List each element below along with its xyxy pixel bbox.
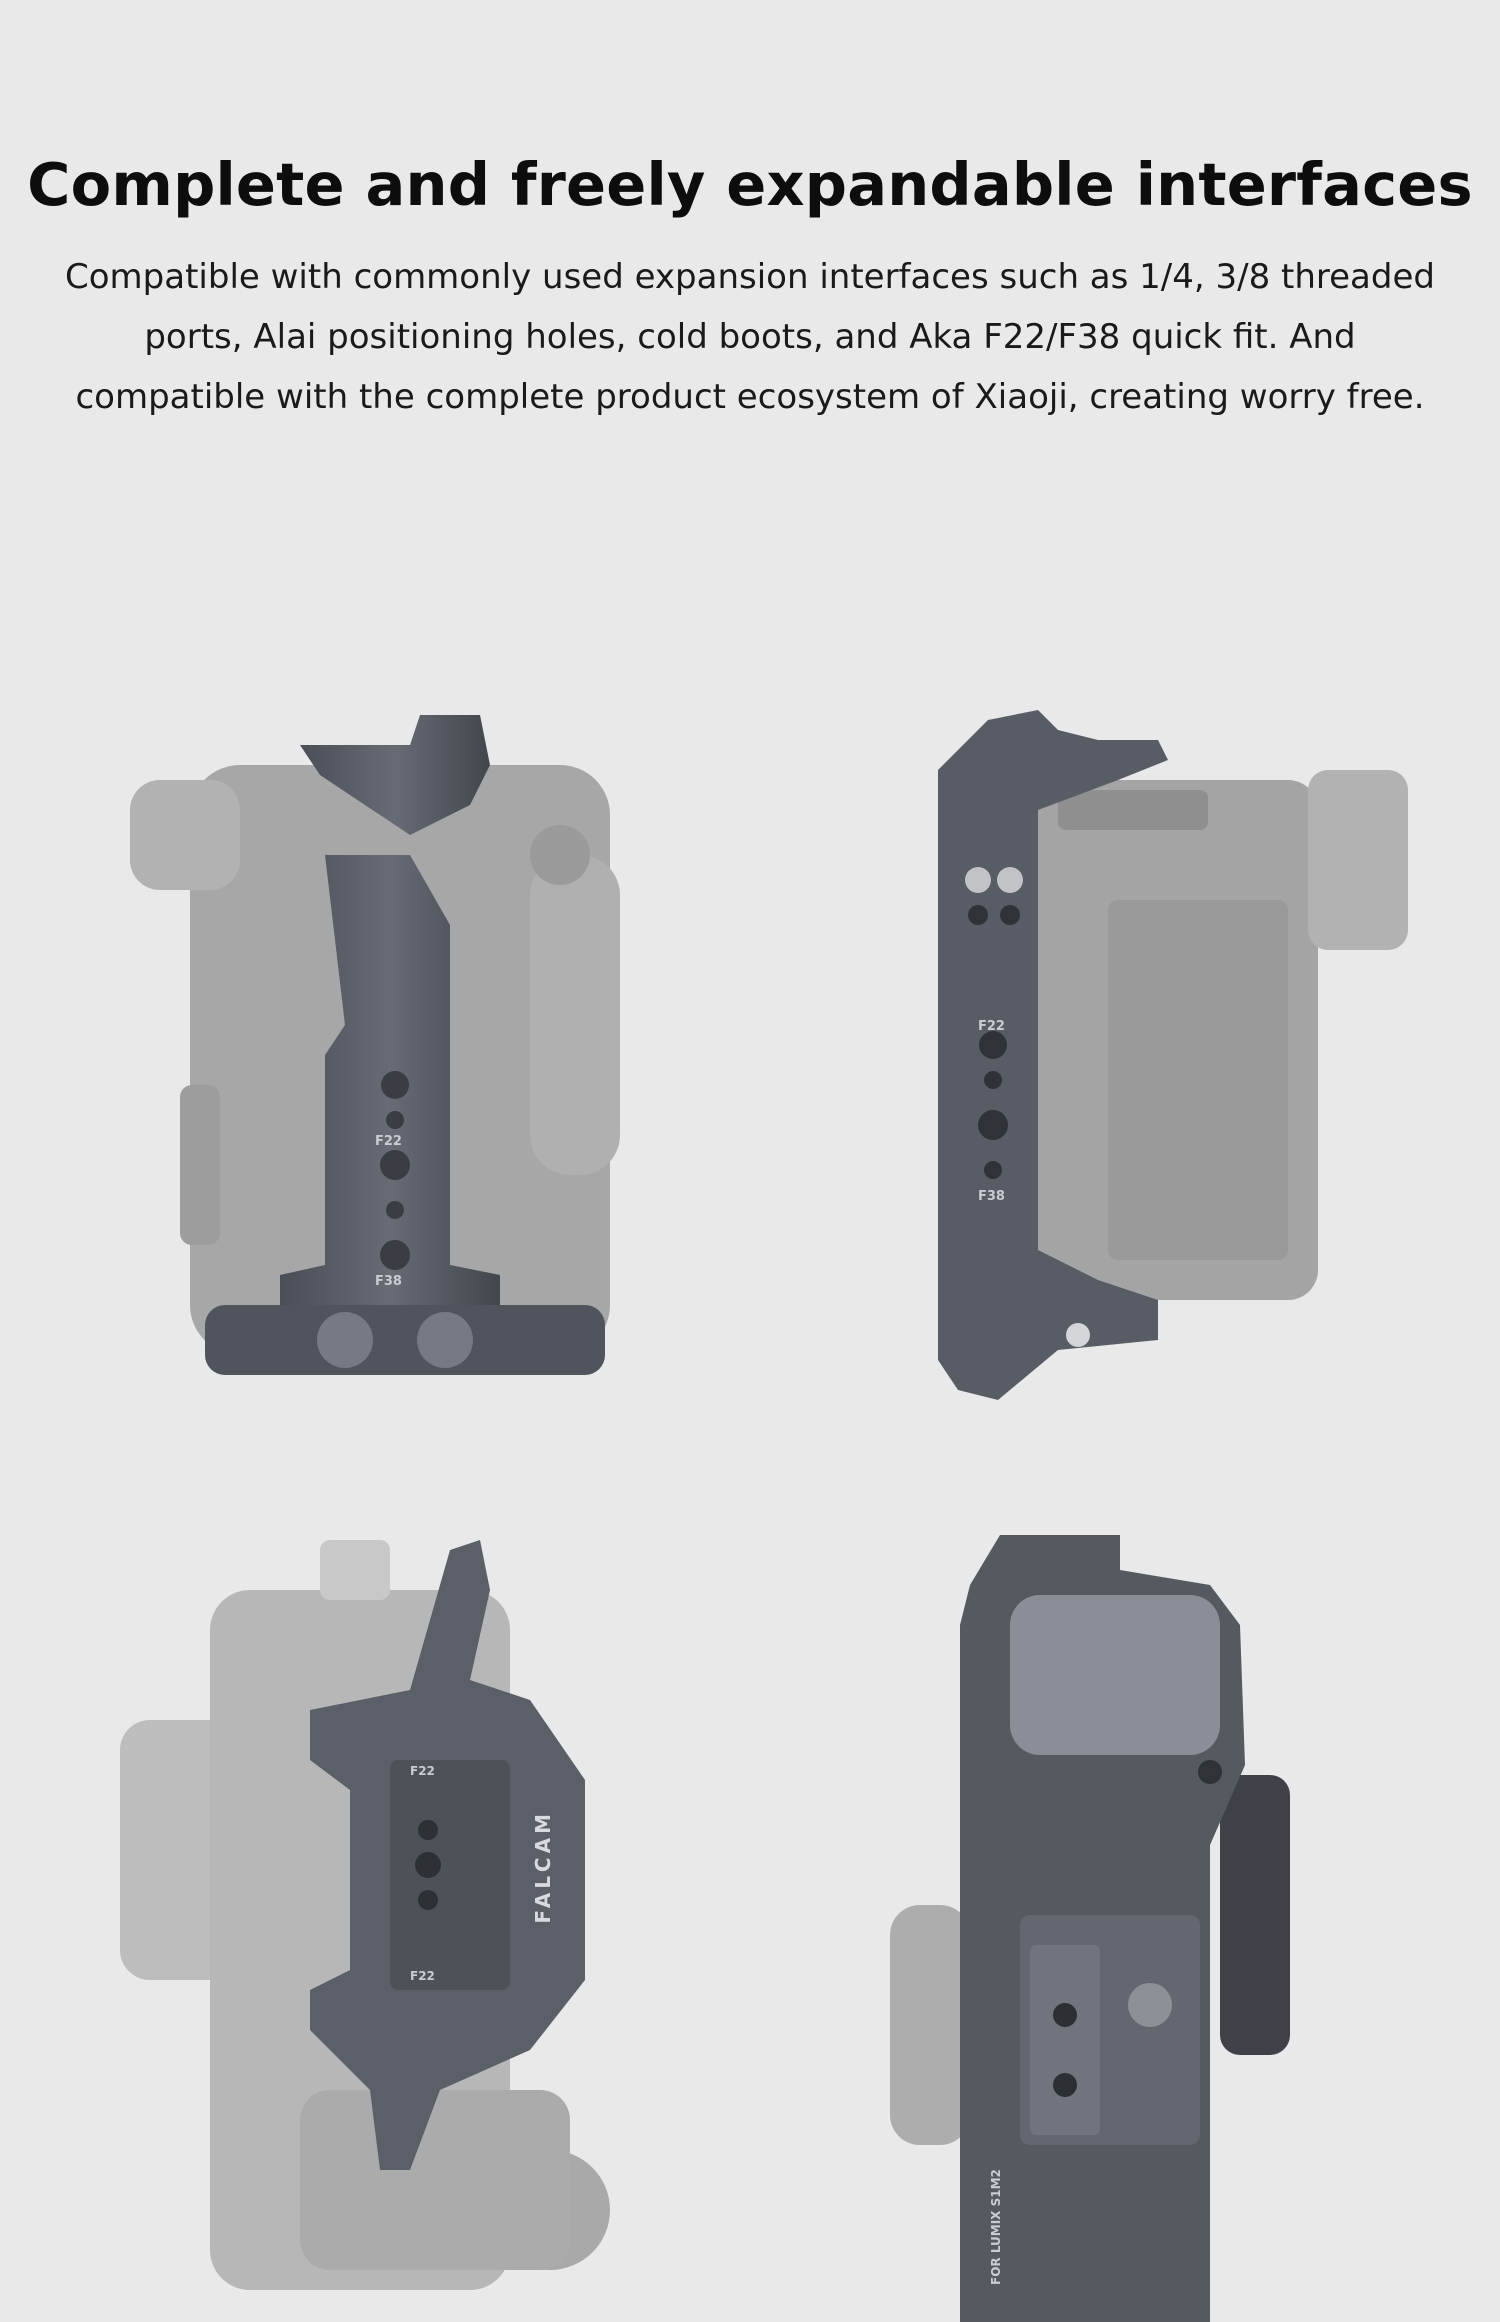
model-engraving: FOR LUMIX S1M2 [989,2169,1003,2285]
cage-front-view-photo: FOR LUMIX S1M2 [890,1525,1340,2322]
f22-top-engraving: F22 [410,1764,435,1778]
description-text: Compatible with commonly used expansion … [30,247,1470,427]
description-line-2: ports, Alai positioning holes, cold boot… [144,317,1356,357]
cage-front-view-illustration: FOR LUMIX S1M2 [890,1535,1290,2322]
heading-block: Complete and freely expandable interface… [0,150,1500,427]
cage-rear-view-photo: F22 F38 [110,705,630,1415]
description-line-3: compatible with the complete product eco… [75,377,1425,417]
cage-side-view-illustration: F22 F38 [938,710,1408,1400]
page-title: Complete and freely expandable interface… [27,150,1473,219]
description-line-1: Compatible with commonly used expansion … [65,257,1435,297]
cage-top-view-photo: F22 F22 FALCAM [110,1530,630,2322]
cage-top-view-illustration: F22 F22 FALCAM [120,1540,610,2290]
f38-side-engraving: F38 [978,1189,1005,1204]
falcam-logo: FALCAM [531,1810,555,1924]
f22-side-engraving: F22 [978,1019,1005,1034]
cage-side-view-photo: F22 F38 [918,700,1418,1405]
f22-bottom-engraving: F22 [410,1969,435,1983]
f22-engraving: F22 [375,1134,402,1149]
f38-engraving: F38 [375,1274,402,1289]
cage-rear-view-illustration: F22 F38 [130,715,620,1375]
